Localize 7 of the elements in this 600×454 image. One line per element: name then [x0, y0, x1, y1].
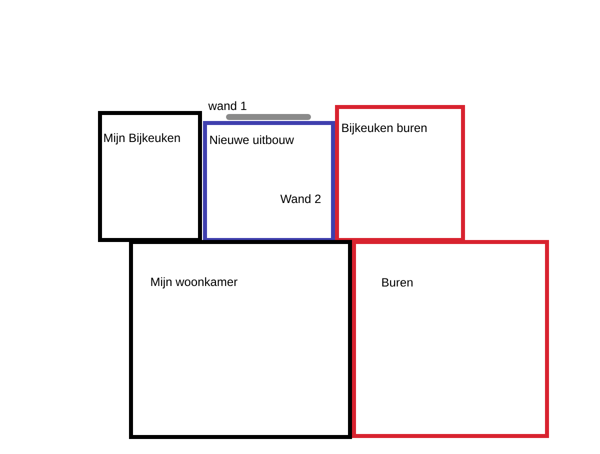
room-label: Nieuwe uitbouw — [210, 135, 294, 144]
room-label: Bijkeuken buren — [342, 123, 427, 134]
wall-label: wand 1 — [208, 101, 246, 110]
room-label: Buren — [382, 278, 412, 287]
wall-label: Wand 2 — [280, 194, 321, 204]
room-label: Mijn woonkamer — [151, 277, 238, 288]
room-label: Mijn Bijkeuken — [104, 133, 180, 144]
